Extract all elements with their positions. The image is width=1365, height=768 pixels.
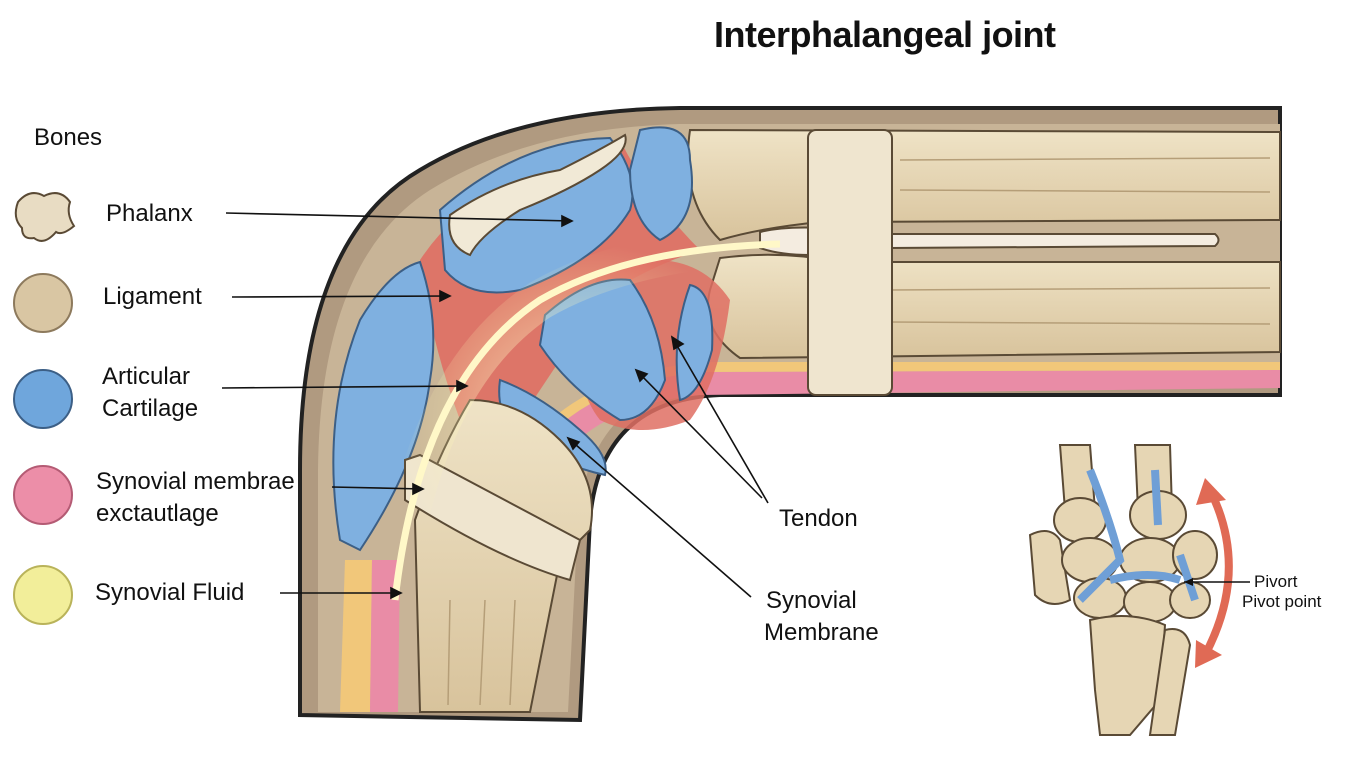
leader-lines [221,212,769,600]
legend-label-cartilage: Cartilage [102,395,199,422]
callout-pivot-point: Pivot point [1242,592,1322,611]
callout-tendon: Tendon [779,505,858,532]
membrane-swatch-icon [13,465,73,525]
ligament-strap [807,129,893,396]
rotation-arrow [1201,488,1233,657]
page-title: Interphalangeal joint [714,14,1056,55]
inset-hand-bones [1028,444,1250,736]
cartilage-swatch-icon [13,369,73,429]
callout-membrane: Membrane [764,619,879,646]
synovial-fluid-path [391,240,781,601]
callout-synovial: Synovial [766,587,857,614]
phalanx-swatch-icon [14,192,76,242]
legend-label-ligament: Ligament [103,283,202,310]
legend-label-synovial-membrae: Synovial membrae [96,468,295,495]
legend-label-exctautlage: exctautlage [96,500,219,527]
legend-label-phalanx: Phalanx [106,200,193,227]
legend-label-synovial-fluid: Synovial Fluid [95,579,245,606]
legend-label-articular: Articular [102,363,191,390]
fluid-swatch-icon [13,565,73,625]
ligament-swatch-icon [13,273,73,333]
legend-heading: Bones [34,124,103,151]
callout-pivort: Pivort [1254,572,1298,591]
